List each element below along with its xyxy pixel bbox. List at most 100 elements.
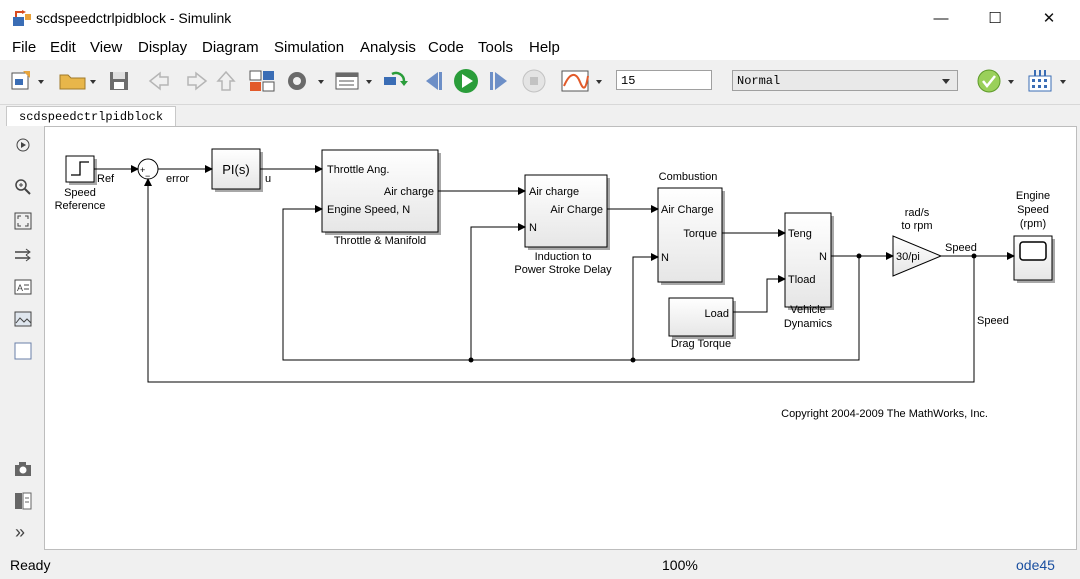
engine-speed-port: Engine Speed, N xyxy=(327,204,410,216)
combustion-air-charge-port: Air Charge xyxy=(661,204,714,216)
minimize-button[interactable]: — xyxy=(933,10,949,27)
vehicle-title-1: Vehicle xyxy=(790,304,825,316)
vehicle-dynamics-block[interactable] xyxy=(784,212,832,308)
copyright-note: Copyright 2004-2009 The MathWorks, Inc. xyxy=(781,408,988,420)
area-icon[interactable] xyxy=(14,342,32,360)
combustion-title: Combustion xyxy=(659,171,718,183)
vehicle-n-port: N xyxy=(819,251,827,263)
gain-title-2: to rpm xyxy=(901,220,932,232)
annotation-icon[interactable]: A xyxy=(14,278,32,296)
speed-reference-label-1: Speed xyxy=(64,187,96,199)
speed-signal-label: Speed xyxy=(945,242,977,254)
save-icon[interactable] xyxy=(108,68,130,94)
induction-block[interactable] xyxy=(524,174,608,248)
block-diagram: Ref Speed Reference + − error PI(s) u Th… xyxy=(55,148,1055,420)
camera-icon[interactable] xyxy=(14,460,32,478)
induction-air-charge-out: Air Charge xyxy=(550,204,603,216)
run-icon[interactable] xyxy=(452,68,480,94)
arrow-right-icon[interactable] xyxy=(14,246,32,264)
step-signal-icon xyxy=(71,161,89,176)
open-folder-icon[interactable] xyxy=(58,68,102,94)
image-icon[interactable] xyxy=(14,310,32,328)
menu-edit[interactable]: Edit xyxy=(50,39,76,56)
model-explorer-icon[interactable] xyxy=(334,68,380,94)
gear-icon[interactable] xyxy=(284,68,330,94)
title-bar: scdspeedctrlpidblock - Simulink — ☐ ✕ xyxy=(0,0,1080,36)
menu-code[interactable]: Code xyxy=(428,39,464,56)
toolbar: 15 Normal xyxy=(0,60,1080,105)
throttle-manifold-block[interactable] xyxy=(321,149,439,233)
library-browser-icon[interactable] xyxy=(248,68,278,94)
navigation-arrows-icon[interactable] xyxy=(146,68,238,94)
menu-bar: File Edit View Display Diagram Simulatio… xyxy=(0,36,1080,60)
menu-analysis[interactable]: Analysis xyxy=(360,39,416,56)
air-charge-port: Air charge xyxy=(384,186,434,198)
combustion-block[interactable] xyxy=(657,187,723,283)
speed-reference-label-2: Reference xyxy=(55,200,106,212)
menu-simulation[interactable]: Simulation xyxy=(274,39,345,56)
status-text: Ready xyxy=(10,557,51,573)
chevron-down-icon xyxy=(942,79,950,84)
status-bar: Ready 100% ode45 xyxy=(0,552,1080,579)
simulation-mode-value: Normal xyxy=(737,74,781,88)
step-back-icon[interactable] xyxy=(420,68,446,94)
stop-time-input[interactable]: 15 xyxy=(616,70,712,90)
menu-file[interactable]: File xyxy=(12,39,37,56)
gain-title-1: rad/s xyxy=(905,207,930,219)
menu-display[interactable]: Display xyxy=(138,39,188,56)
svg-text:A: A xyxy=(17,283,23,293)
drag-torque-block[interactable] xyxy=(668,297,734,337)
throttle-angle-port: Throttle Ang. xyxy=(327,164,389,176)
window-title: scdspeedctrlpidblock - Simulink xyxy=(36,10,232,26)
induction-title-1: Induction to xyxy=(535,251,592,263)
error-signal-label: error xyxy=(166,173,190,185)
build-model-icon[interactable] xyxy=(1026,68,1074,94)
signal-scope-icon[interactable] xyxy=(560,68,608,94)
scope-title-1: Engine xyxy=(1016,190,1050,202)
speed-feedback-label: Speed xyxy=(977,315,1009,327)
menu-tools[interactable]: Tools xyxy=(478,39,514,56)
zoom-icon[interactable] xyxy=(14,178,32,196)
scope-title-3: (rpm) xyxy=(1020,218,1046,230)
ref-port-label: Ref xyxy=(97,173,115,185)
stop-icon[interactable] xyxy=(520,68,548,94)
more-tools-button[interactable]: » xyxy=(15,522,26,542)
induction-air-charge-in: Air charge xyxy=(529,186,579,198)
induction-n-port: N xyxy=(529,222,537,234)
vehicle-tload-port: Tload xyxy=(788,274,816,286)
solver-name[interactable]: ode45 xyxy=(1016,557,1055,573)
model-browser-icon[interactable] xyxy=(14,492,32,510)
hide-browser-icon[interactable] xyxy=(14,136,32,154)
simulation-mode-select[interactable]: Normal xyxy=(732,70,958,91)
menu-view[interactable]: View xyxy=(90,39,123,56)
scope-screen-icon xyxy=(1019,241,1047,261)
menu-diagram[interactable]: Diagram xyxy=(202,39,259,56)
zoom-level: 100% xyxy=(662,557,698,573)
close-button[interactable]: ✕ xyxy=(1042,10,1056,27)
vehicle-teng-port: Teng xyxy=(788,228,812,240)
drag-load-port: Load xyxy=(705,308,729,320)
model-tab[interactable]: scdspeedctrlpidblock xyxy=(6,106,177,127)
gain-value-label: 30/pi xyxy=(896,251,920,263)
combustion-n-port: N xyxy=(661,252,669,264)
simulink-logo-icon xyxy=(13,10,31,26)
sum-plus-sign: + xyxy=(140,165,145,175)
sum-minus-sign: − xyxy=(145,171,150,181)
throttle-manifold-title: Throttle & Manifold xyxy=(334,235,426,247)
u-signal-label: u xyxy=(265,173,271,185)
combustion-torque-port: Torque xyxy=(683,228,717,240)
pi-block-label: PI(s) xyxy=(222,162,249,177)
model-canvas[interactable]: Ref Speed Reference + − error PI(s) u Th… xyxy=(44,126,1077,550)
signal-lines xyxy=(94,165,1015,383)
junction-dots xyxy=(468,253,977,363)
menu-help[interactable]: Help xyxy=(529,39,560,56)
maximize-button[interactable]: ☐ xyxy=(988,10,1002,27)
step-forward-icon[interactable] xyxy=(486,68,512,94)
model-advisor-icon[interactable] xyxy=(976,68,1022,94)
tool-palette: A » xyxy=(0,126,44,550)
scope-title-2: Speed xyxy=(1017,204,1049,216)
update-diagram-icon[interactable] xyxy=(382,68,410,94)
new-model-icon[interactable] xyxy=(10,68,46,94)
fit-to-view-icon[interactable] xyxy=(14,212,32,230)
vehicle-title-2: Dynamics xyxy=(784,318,833,330)
